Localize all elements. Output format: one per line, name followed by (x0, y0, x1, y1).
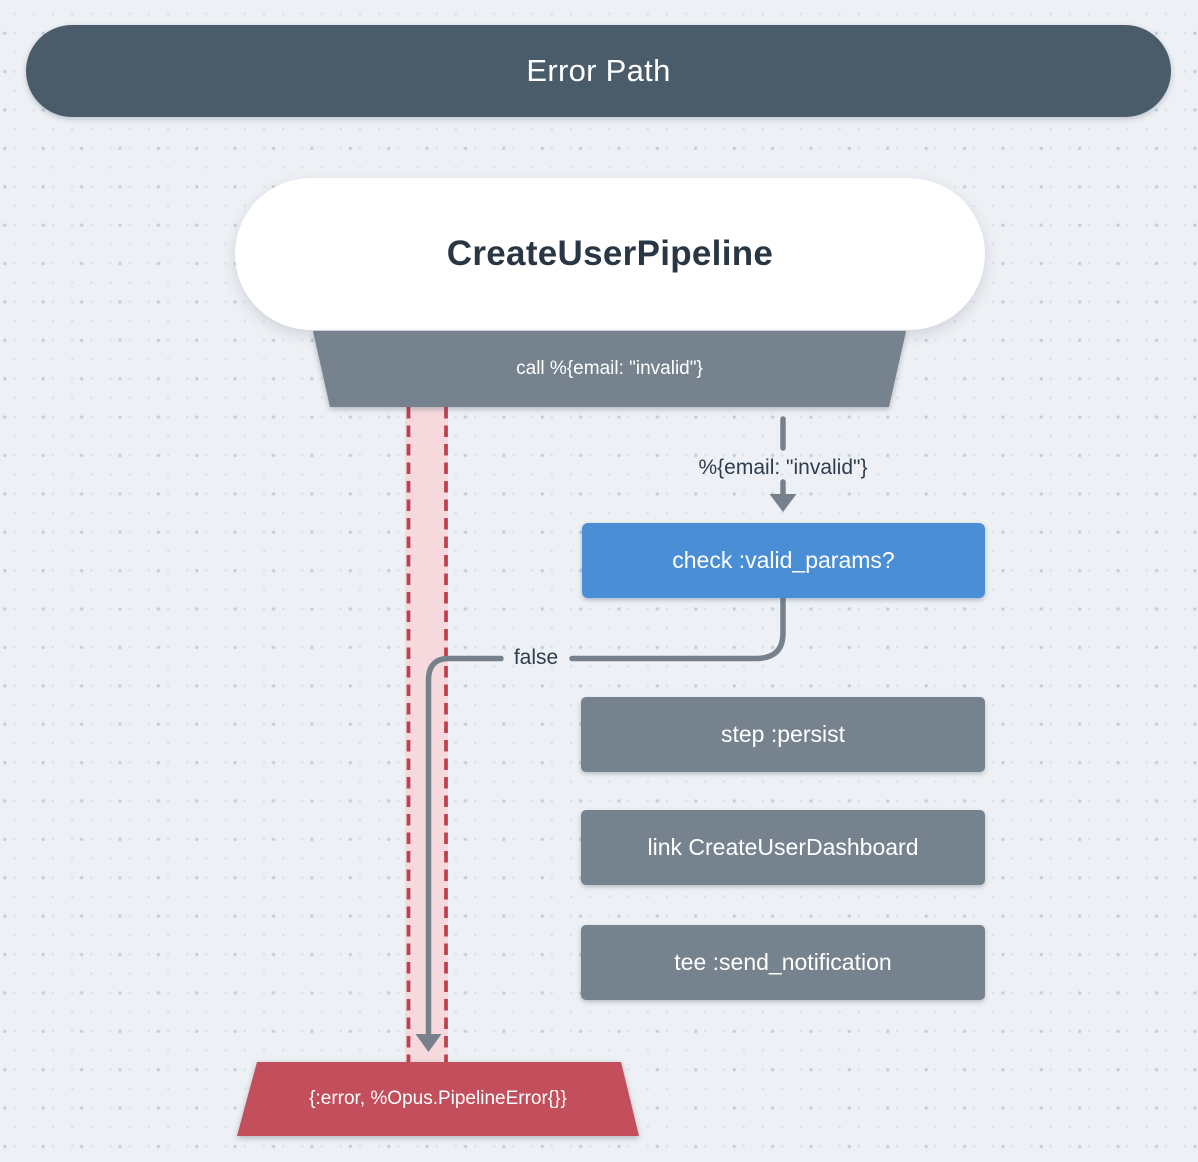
error-arrowhead-icon (415, 1034, 442, 1052)
diagram-title: Error Path (526, 53, 671, 88)
false-branch-left-segment (425, 655, 504, 1038)
check-node: check :valid_params? (582, 523, 985, 598)
error-node-label: {:error, %Opus.PipelineError{}} (309, 1088, 567, 1109)
input-value-label: %{email: "invalid"} (698, 456, 868, 479)
false-branch-right-segment (569, 596, 786, 662)
tee-node-notification: tee :send_notification (581, 925, 985, 1000)
input-arrowhead-icon (769, 494, 797, 512)
diagram-title-banner: Error Path (26, 25, 1171, 117)
call-node-label: call %{email: "invalid"} (516, 358, 703, 379)
link-node-label: link CreateUserDashboard (647, 834, 919, 860)
pipeline-name: CreateUserPipeline (446, 234, 774, 273)
link-node-dashboard: link CreateUserDashboard (581, 810, 985, 885)
check-node-label: check :valid_params? (672, 547, 895, 573)
false-branch-label: false (513, 646, 559, 669)
step-node-label: step :persist (721, 721, 845, 747)
pipeline-node: CreateUserPipeline (235, 178, 985, 330)
error-result-node: {:error, %Opus.PipelineError{}} (237, 1062, 639, 1136)
call-node: call %{email: "invalid"} (313, 331, 906, 407)
tee-node-label: tee :send_notification (674, 949, 892, 975)
step-node-persist: step :persist (581, 697, 985, 772)
